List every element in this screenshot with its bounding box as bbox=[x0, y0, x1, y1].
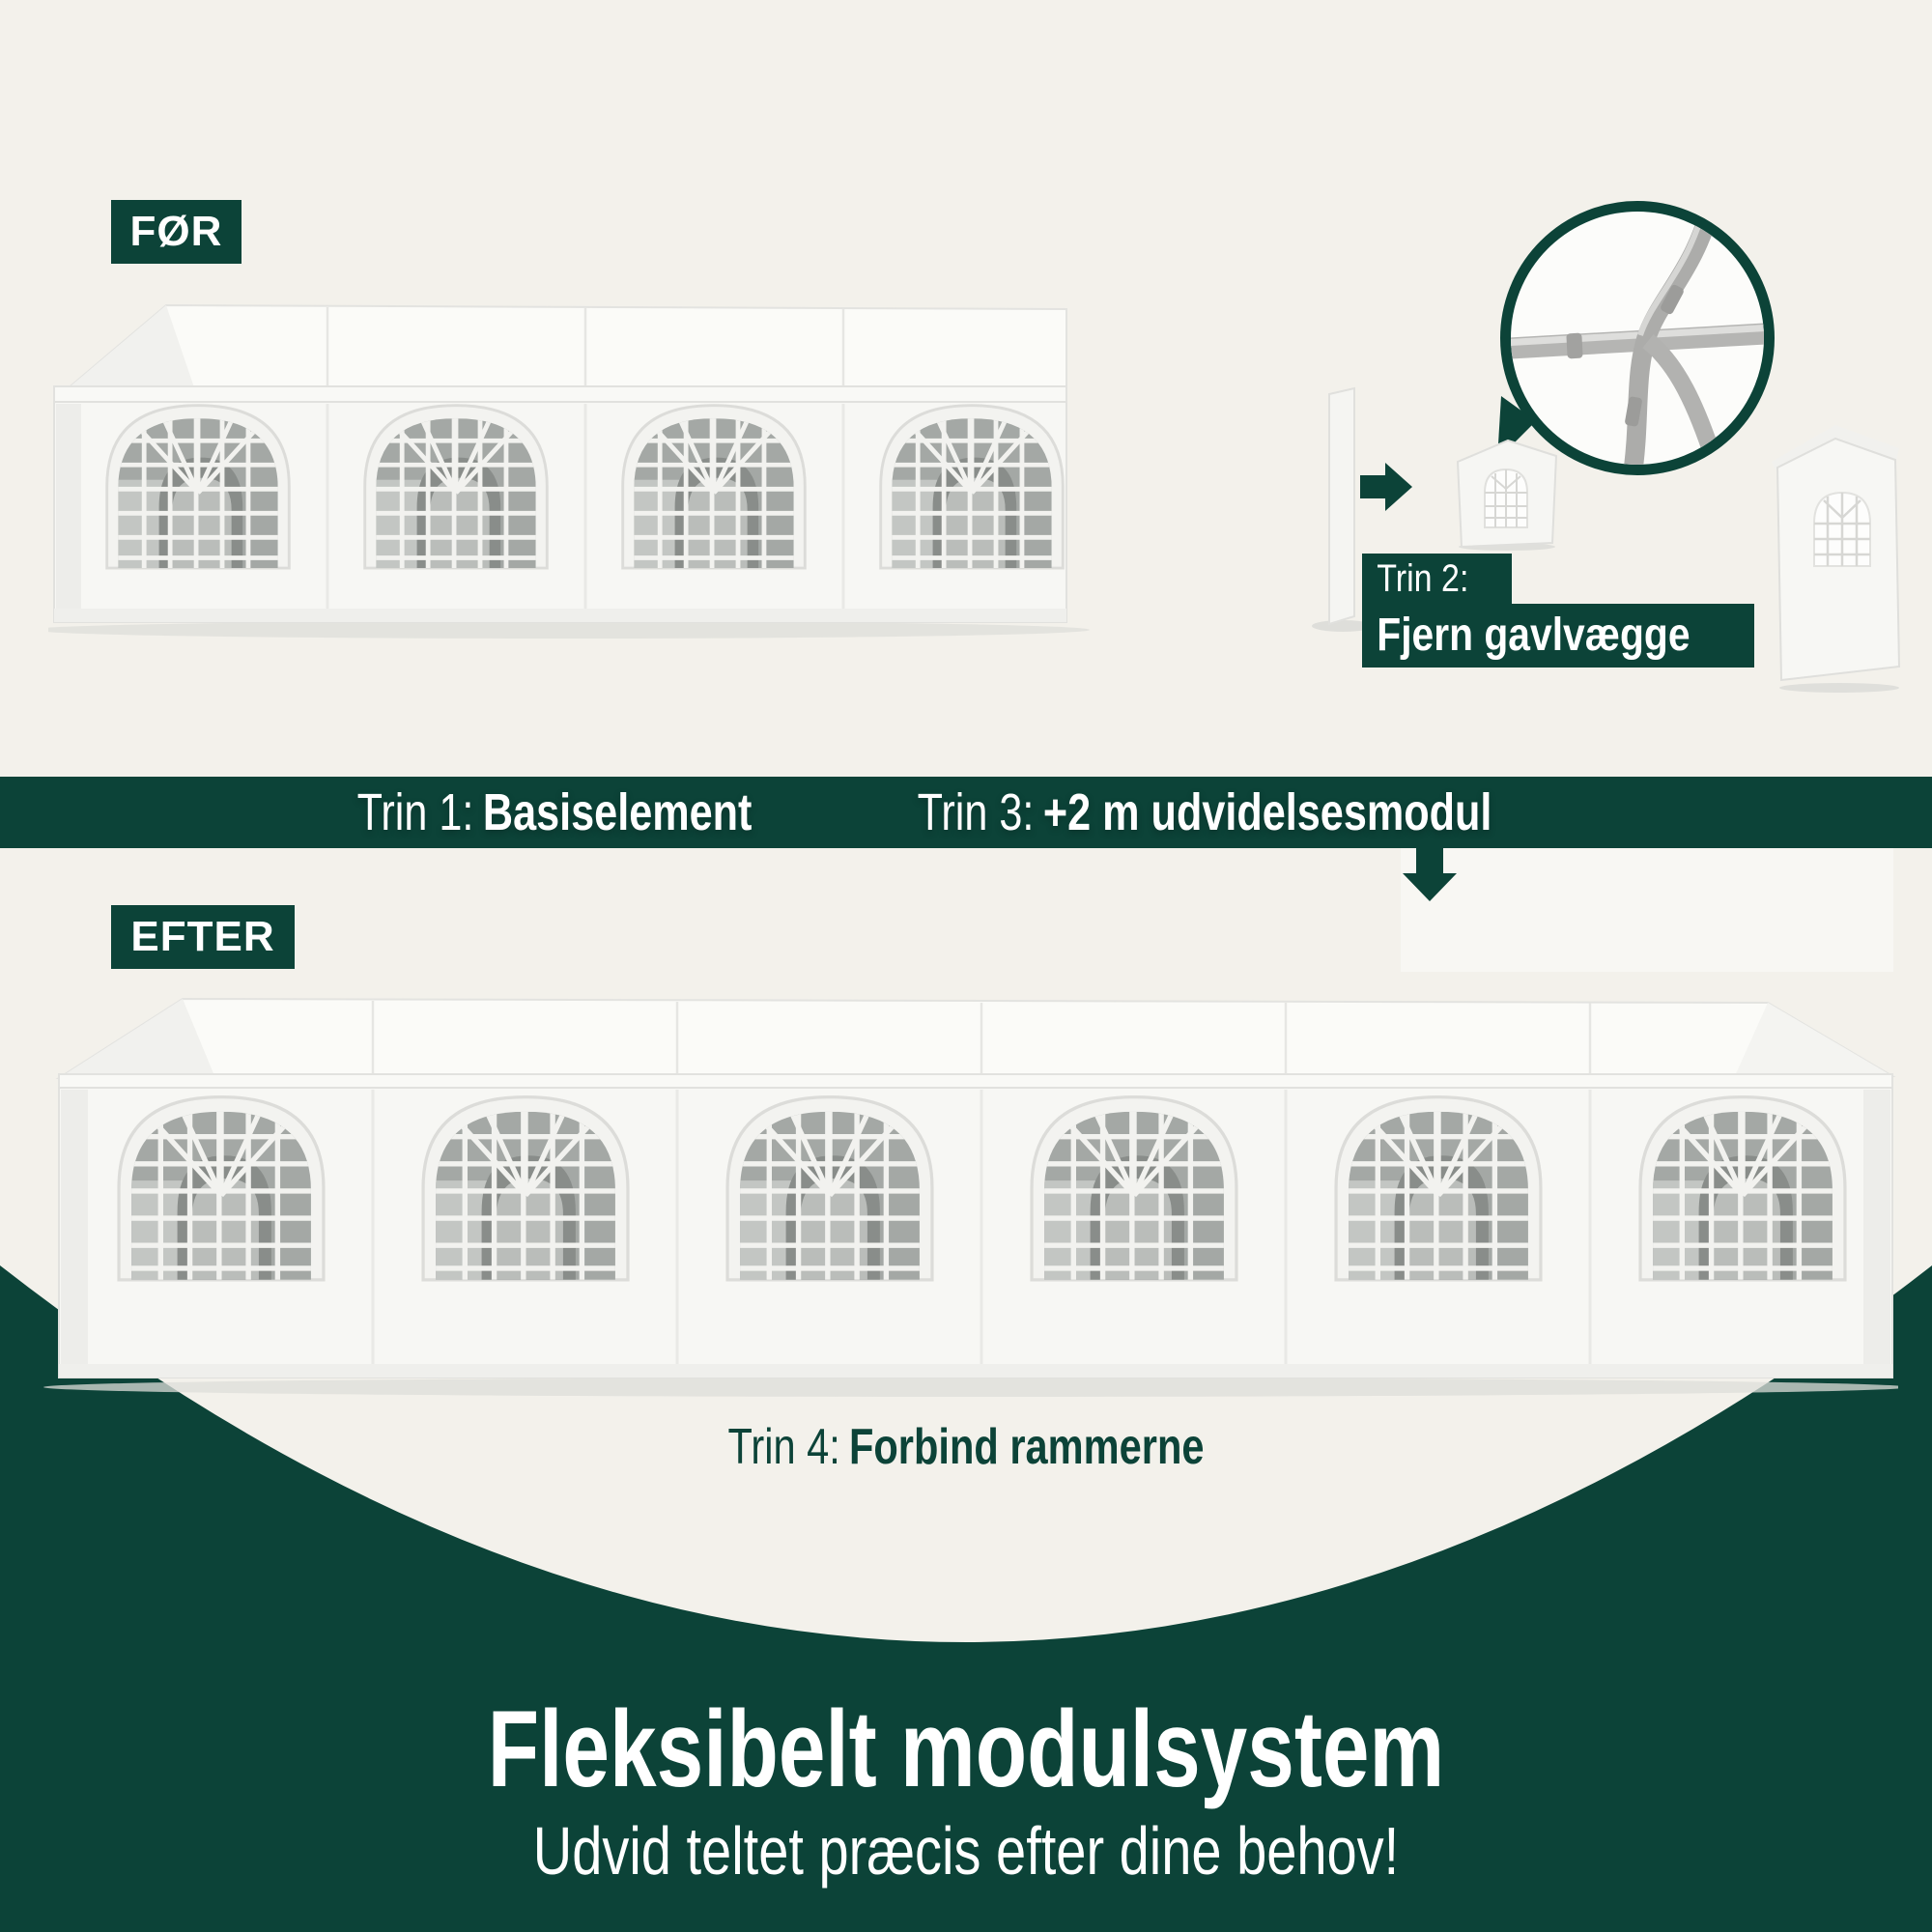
step4-value: Forbind rammerne bbox=[848, 1419, 1205, 1475]
gable-wall-left bbox=[1456, 439, 1558, 551]
gable-wall-right bbox=[1772, 425, 1901, 693]
pipe-joint-detail bbox=[1511, 212, 1764, 465]
before-tent-illustration bbox=[48, 303, 1362, 639]
after-badge: EFTER bbox=[111, 905, 295, 969]
footer-title: Fleksibelt modulsystem bbox=[487, 1689, 1445, 1809]
step1-prefix: Trin 1: bbox=[356, 783, 474, 841]
step3-label: Trin 3:+2 m udvidelsesmodul bbox=[918, 777, 1492, 848]
step2-label: Fjern gavlvægge bbox=[1377, 610, 1690, 661]
step2-prefix: Trin 2: bbox=[1377, 557, 1469, 600]
step3-prefix: Trin 3: bbox=[917, 783, 1035, 841]
flow-down-arrow-icon bbox=[1403, 847, 1457, 901]
after-badge-label: EFTER bbox=[130, 913, 275, 960]
before-badge: FØR bbox=[111, 200, 242, 264]
before-badge-label: FØR bbox=[129, 208, 223, 255]
step3-value: +2 m udvidelsesmodul bbox=[1042, 783, 1492, 841]
steps-band: Trin 1:Basiselement Trin 3:+2 m udvidels… bbox=[0, 777, 1932, 848]
step4-prefix: Trin 4: bbox=[727, 1419, 840, 1475]
remove-gable-arrow-icon bbox=[1360, 463, 1412, 511]
step2-label-line2: Fjern gavlvægge bbox=[1362, 604, 1754, 668]
step1-value: Basiselement bbox=[482, 783, 753, 841]
step4-label: Trin 4:Forbind rammerne bbox=[193, 1418, 1739, 1476]
photo-background-patch bbox=[1401, 848, 1893, 972]
step2-label-line1: Trin 2: bbox=[1362, 554, 1512, 604]
step1-label: Trin 1:Basiselement bbox=[357, 777, 753, 848]
footer-subtitle: Udvid teltet præcis efter dine behov! bbox=[532, 1813, 1400, 1889]
after-tent-illustration bbox=[43, 997, 1898, 1397]
pipe-joint-zoom-circle bbox=[1500, 201, 1775, 475]
